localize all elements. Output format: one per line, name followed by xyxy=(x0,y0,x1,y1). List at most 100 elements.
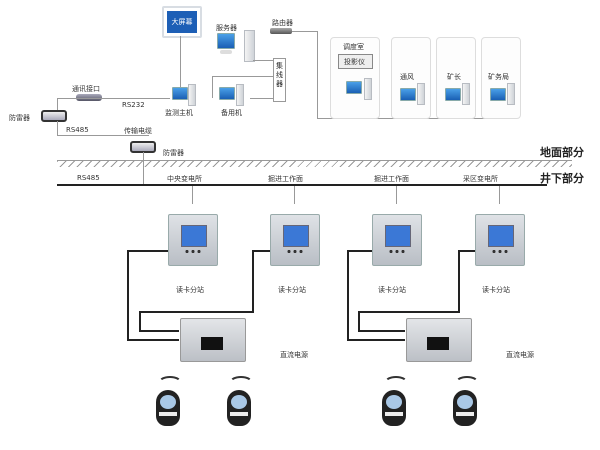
router-icon xyxy=(270,28,292,34)
station-buttons xyxy=(491,249,509,254)
wire xyxy=(458,250,475,252)
wire xyxy=(252,250,270,252)
underground-bus xyxy=(57,184,547,186)
server-tower-icon xyxy=(244,30,255,62)
rs232-label: RS232 xyxy=(122,101,145,109)
psu-window xyxy=(427,337,449,350)
rs485-top-label: RS485 xyxy=(66,126,89,134)
wire xyxy=(212,76,213,98)
room-monitor-icon xyxy=(346,81,362,94)
id-card-tag-icon xyxy=(382,390,406,426)
projector-label: 投影仪 xyxy=(344,58,365,66)
backup-host-tower-icon xyxy=(236,84,244,106)
projector-box: 投影仪 xyxy=(338,54,373,69)
dc-power-label: 直流电源 xyxy=(506,351,534,359)
wire xyxy=(458,250,460,312)
card-reader-label: 读卡分站 xyxy=(278,286,306,294)
room-dispatch: 调度室 投影仪 xyxy=(330,37,380,119)
lightning-protector-label: 防雷器 xyxy=(163,149,184,157)
wire xyxy=(252,250,254,312)
station-screen xyxy=(181,225,207,247)
backup-host-screen-icon xyxy=(219,87,235,100)
big-screen-label: 大屏幕 xyxy=(167,11,197,33)
server-label: 服务器 xyxy=(216,24,237,32)
keyboard-icon xyxy=(220,50,232,54)
big-screen: 大屏幕 xyxy=(162,6,202,38)
wire xyxy=(143,152,144,184)
room-tower-icon xyxy=(417,83,425,105)
room-title: 调度室 xyxy=(343,43,364,51)
station-screen xyxy=(283,225,309,247)
room-monitor-icon xyxy=(490,88,506,101)
card-reader-label: 读卡分站 xyxy=(176,286,204,294)
dc-power-label: 直流电源 xyxy=(280,351,308,359)
rs485-bus-label: RS485 xyxy=(77,174,100,182)
card-reader-label: 读卡分站 xyxy=(378,286,406,294)
monitor-host-tower-icon xyxy=(188,84,196,106)
card-reader-label: 读卡分站 xyxy=(482,286,510,294)
wireless-signal-icon xyxy=(455,376,479,390)
wire xyxy=(212,76,273,77)
card-reader-substation xyxy=(168,214,218,266)
wire xyxy=(57,121,58,136)
wire xyxy=(358,311,460,313)
router-label: 路由器 xyxy=(272,19,293,27)
wire xyxy=(292,31,318,32)
room-ventilation: 通风 xyxy=(391,37,431,119)
wire xyxy=(347,250,349,340)
wire xyxy=(358,330,405,332)
wire xyxy=(253,60,273,61)
room-title: 矿务局 xyxy=(488,73,509,81)
station-screen xyxy=(488,225,514,247)
underground-section-label: 井下部分 xyxy=(540,172,584,185)
wireless-signal-icon xyxy=(229,376,253,390)
id-card-tag-icon xyxy=(453,390,477,426)
wireless-signal-icon xyxy=(384,376,408,390)
card-reader-substation xyxy=(270,214,320,266)
monitor-host-label: 监测主机 xyxy=(165,109,193,117)
station-buttons xyxy=(388,249,406,254)
room-tower-icon xyxy=(462,83,470,105)
location-label: 中央变电所 xyxy=(167,175,202,183)
wire xyxy=(57,98,58,110)
psu-window xyxy=(201,337,223,350)
station-screen xyxy=(385,225,411,247)
wire xyxy=(396,186,397,204)
wire xyxy=(57,98,170,99)
wire xyxy=(57,135,149,136)
location-label: 掘进工作面 xyxy=(374,175,409,183)
server-monitor-icon xyxy=(217,33,235,49)
monitor-host-screen-icon xyxy=(172,87,188,100)
room-monitor-icon xyxy=(445,88,461,101)
room-title: 矿长 xyxy=(447,73,461,81)
card-reader-substation xyxy=(475,214,525,266)
wire xyxy=(250,98,273,99)
wire xyxy=(358,311,360,331)
id-card-tag-icon xyxy=(156,390,180,426)
wire xyxy=(192,186,193,204)
hub-box: 集线器 xyxy=(273,58,286,102)
wire xyxy=(139,311,141,331)
wire xyxy=(139,330,179,332)
dc-power-supply xyxy=(180,318,246,362)
ground-line xyxy=(57,160,572,167)
backup-host-label: 备用机 xyxy=(221,109,242,117)
location-label: 掘进工作面 xyxy=(268,175,303,183)
lightning-protector-icon xyxy=(41,110,67,122)
comm-interface-label: 通讯接口 xyxy=(72,85,100,93)
ground-section-label: 地面部分 xyxy=(540,146,584,159)
station-buttons xyxy=(184,249,202,254)
wire xyxy=(180,36,181,90)
wire xyxy=(347,250,372,252)
location-label: 采区变电所 xyxy=(463,175,498,183)
card-reader-substation xyxy=(372,214,422,266)
lightning-protector-label: 防雷器 xyxy=(9,114,30,122)
wire xyxy=(347,339,405,341)
wire xyxy=(139,311,254,313)
station-buttons xyxy=(286,249,304,254)
wire xyxy=(294,186,295,204)
dc-power-supply xyxy=(406,318,472,362)
wireless-signal-icon xyxy=(158,376,182,390)
room-mining-bureau: 矿务局 xyxy=(481,37,521,119)
wire xyxy=(127,250,129,340)
